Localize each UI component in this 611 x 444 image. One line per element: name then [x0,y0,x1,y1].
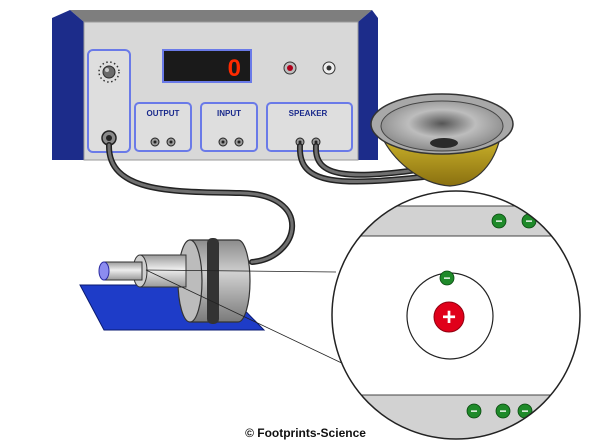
red-socket[interactable] [283,61,297,75]
white-socket[interactable] [322,61,336,75]
detector-cable [105,142,296,265]
device-top [70,10,372,22]
speaker-section-frame [266,102,353,152]
detector-assembly [79,238,266,331]
svg-text:−: − [545,404,552,418]
speaker-cable-2 [312,143,435,178]
zoom-lines [145,269,349,367]
device-side-left [52,10,84,160]
atom-nucleus: + [433,301,465,333]
svg-text:+: + [442,304,456,331]
input-jack-2[interactable] [234,137,244,147]
orbiting-electron: − [439,270,455,286]
top-tube-wall [332,205,580,237]
svg-text:−: − [495,214,502,228]
output-section-frame [134,102,192,152]
housing-band [207,238,219,324]
input-section-frame [200,102,258,152]
cables [105,142,435,265]
display-reading: 0 [228,55,241,82]
input-jack-1[interactable] [218,137,228,147]
copyright-text: © Footprints-Science [245,426,366,440]
svg-text:−: − [521,404,528,418]
magnified-view: − − − − − − [331,190,581,440]
detector-window-mesh [98,261,110,281]
speaker-dust-cap [430,138,458,148]
output-jack-1[interactable] [150,137,160,147]
svg-text:−: − [499,404,506,418]
speaker-label: SPEAKER [289,109,328,118]
free-electron: − [541,403,557,419]
device-side-right [358,10,378,160]
svg-text:−: − [470,404,477,418]
free-electron: − [491,213,507,229]
speaker-cone [380,100,504,152]
counter-device: 0 OUTPUT INPUT SPEAKER [52,10,378,161]
input-label: INPUT [217,109,241,118]
svg-text:−: − [525,214,532,228]
loudspeaker [370,93,514,187]
magnifier-outline [331,190,581,440]
adjustment-knob[interactable] [98,61,120,83]
free-electron: − [517,403,533,419]
free-electron: − [521,213,537,229]
free-electron: − [466,403,482,419]
output-jack-2[interactable] [166,137,176,147]
detector-housing [189,239,251,323]
free-electron: − [495,403,511,419]
detector-input-jack[interactable] [101,130,117,146]
svg-text:−: − [443,271,450,285]
output-label: OUTPUT [147,109,180,118]
digital-display [162,49,252,83]
detector-window-tube [103,261,143,281]
speaker-cable-1 [296,143,435,185]
